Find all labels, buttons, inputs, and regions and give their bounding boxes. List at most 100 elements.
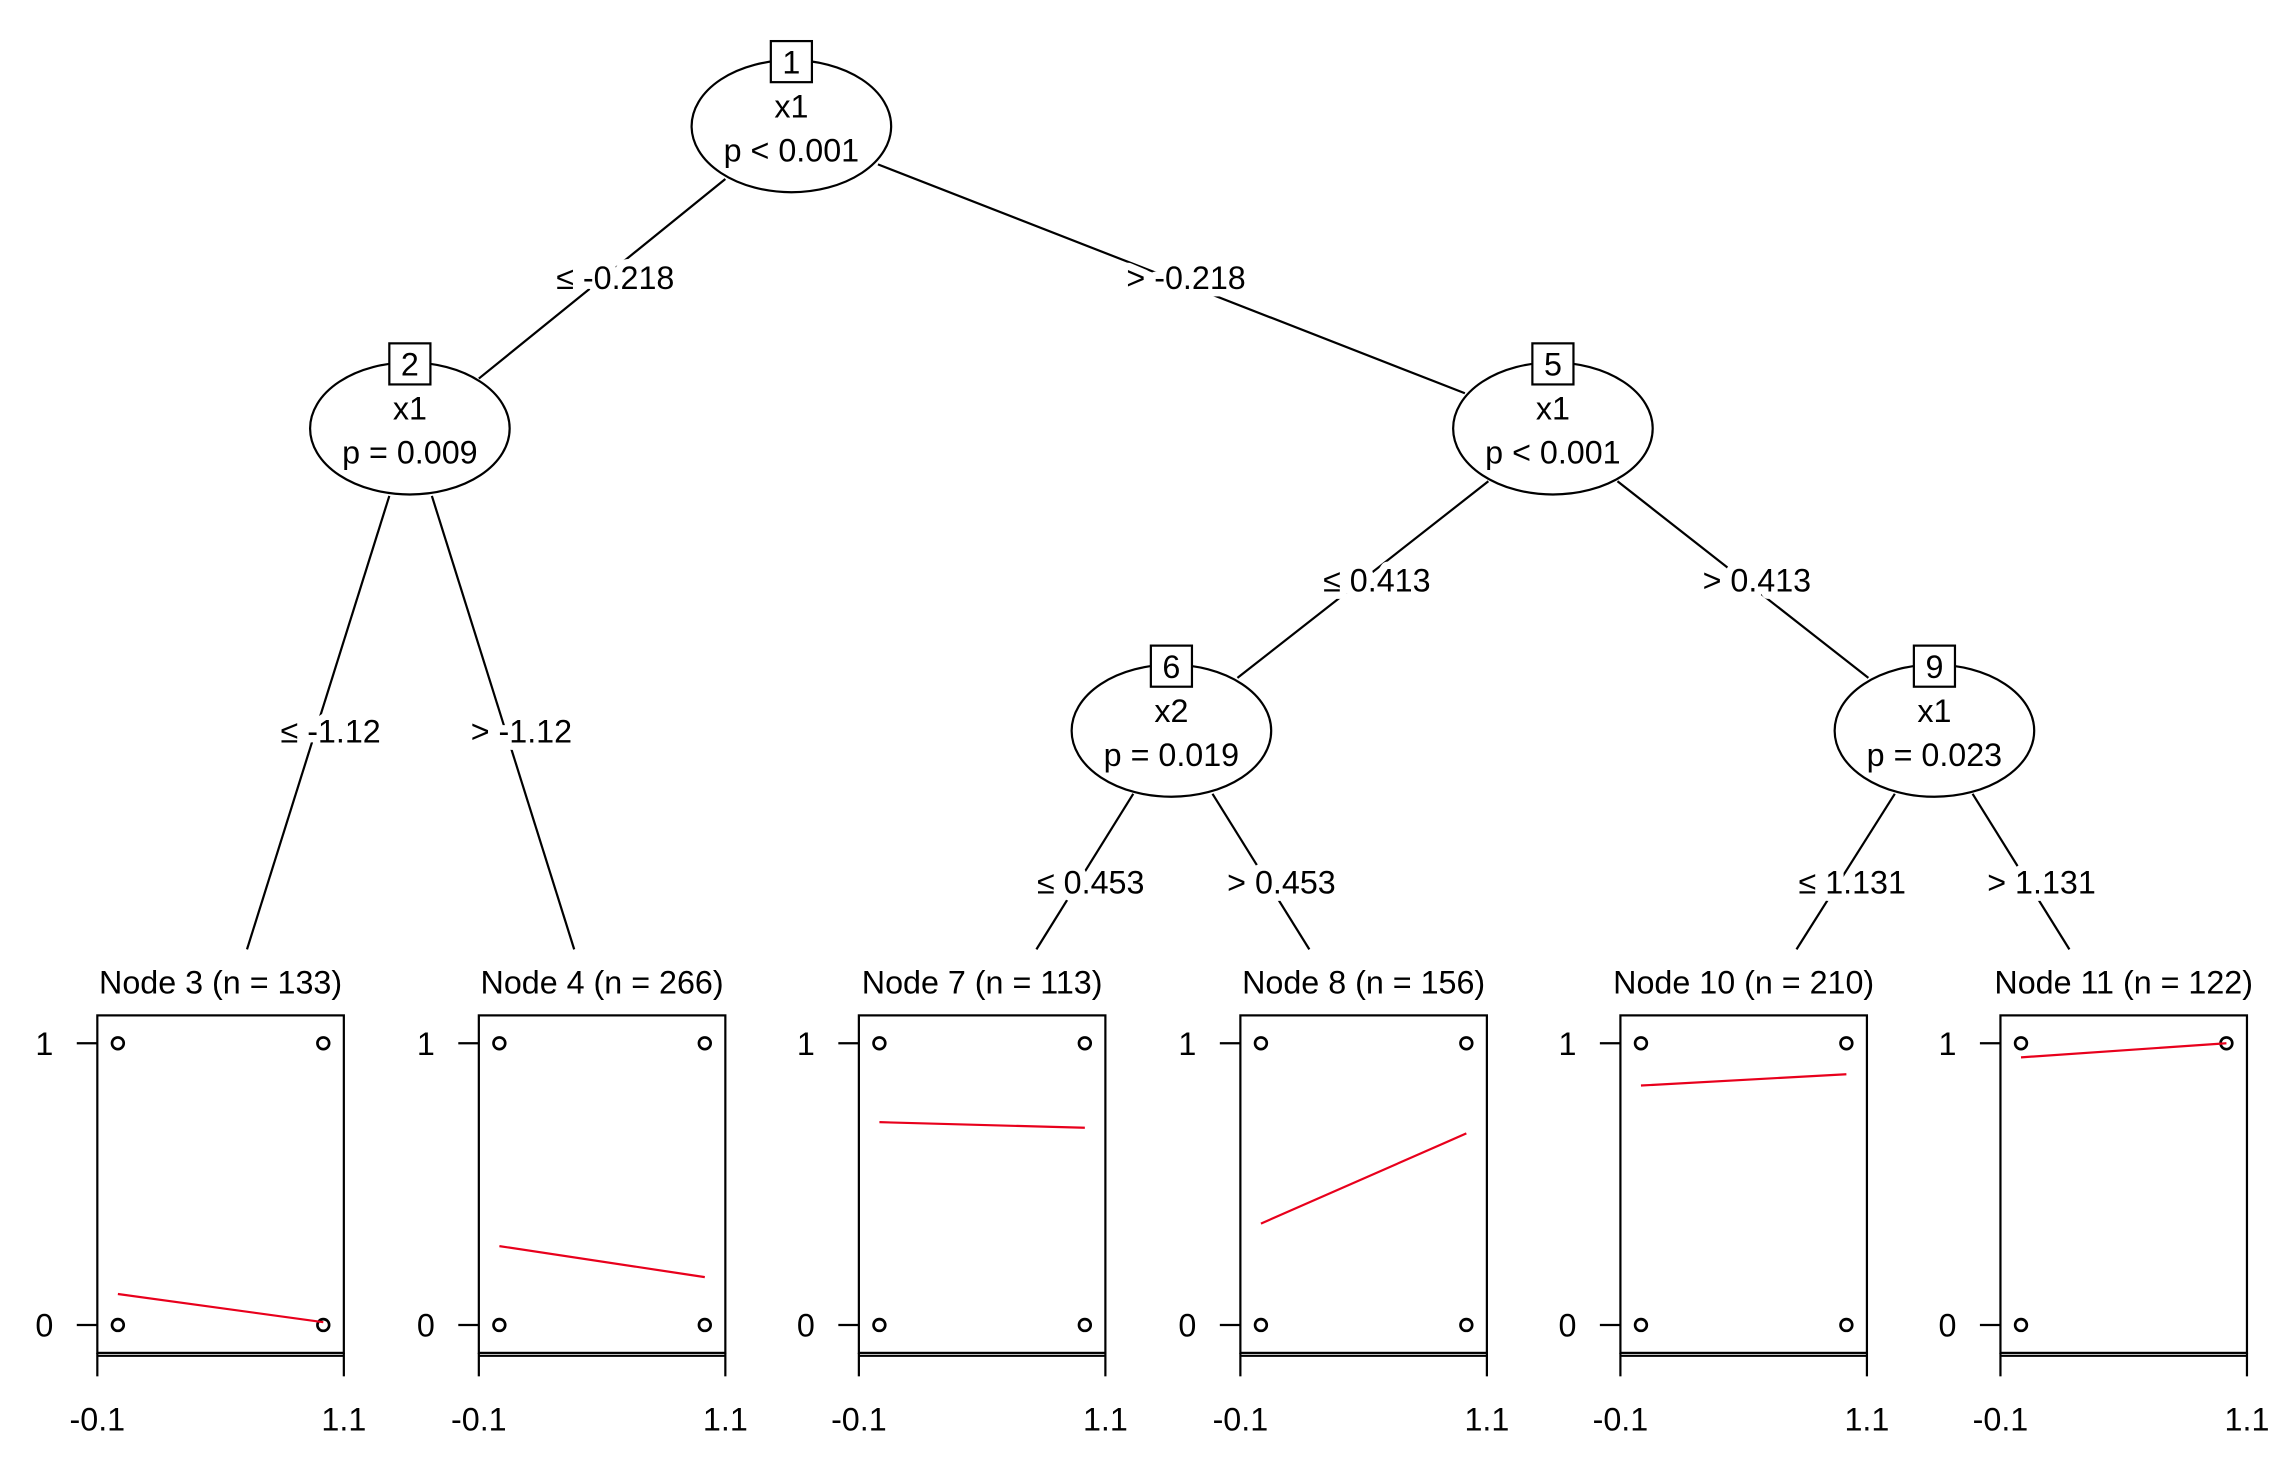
node-p-value: p = 0.019 — [1104, 737, 1239, 773]
panel-frame — [1999, 1014, 2249, 1354]
data-point — [1077, 1036, 1093, 1051]
x-tick-label: 1.1 — [703, 1402, 748, 1438]
x-tick-label: -0.1 — [1973, 1402, 2029, 1438]
node-variable: x1 — [1536, 391, 1570, 427]
fit-line — [117, 1292, 324, 1324]
x-tick-label: -0.1 — [1593, 1402, 1649, 1438]
x-tick-label: -0.1 — [70, 1402, 126, 1438]
y-tick-label: 1 — [1558, 1026, 1576, 1062]
edge-split-label: > 1.131 — [1987, 865, 2096, 901]
x-tick-label: 1.1 — [321, 1402, 366, 1438]
data-point — [110, 1036, 126, 1051]
edge-split-label: > -1.12 — [471, 713, 572, 749]
panel-title: Node 11 (n = 122) — [1994, 964, 2253, 1000]
y-tick-label: 1 — [35, 1026, 53, 1062]
data-point — [2013, 1317, 2029, 1333]
edge-line — [1971, 793, 2071, 950]
panel-frame — [1619, 1014, 1869, 1354]
fit-line — [499, 1245, 705, 1279]
panel-frame — [477, 1014, 727, 1354]
node-id: 5 — [1544, 347, 1562, 383]
node-id-box — [1912, 644, 1957, 688]
node-variable: x2 — [1154, 693, 1188, 729]
x-tick-label: -0.1 — [451, 1402, 507, 1438]
node-variable: x1 — [393, 391, 427, 427]
terminal-node-panel: Node 8 (n = 156) 1 0 -0.1 1.1 — [1178, 964, 1509, 1437]
edge-split-label: > 0.453 — [1227, 865, 1336, 901]
node-id-box — [388, 342, 432, 386]
y-tick-label: 0 — [1558, 1308, 1576, 1344]
data-point — [697, 1317, 712, 1333]
data-point — [1459, 1036, 1474, 1051]
data-point — [1253, 1036, 1269, 1051]
x-tick-label: 1.1 — [2225, 1402, 2270, 1438]
node-p-value: p < 0.001 — [724, 132, 859, 168]
panel-title: Node 3 (n = 133) — [99, 964, 342, 1000]
edge-split-label: ≤ 0.413 — [1323, 562, 1430, 598]
panel-frame — [96, 1014, 345, 1354]
edge-line — [1795, 793, 1896, 950]
node-id: 1 — [782, 44, 800, 80]
fit-line — [1640, 1073, 1847, 1087]
data-point — [1633, 1317, 1649, 1333]
node-id-box — [1149, 644, 1194, 688]
x-tick-label: -0.1 — [831, 1402, 887, 1438]
node-p-value: p < 0.001 — [1485, 435, 1620, 471]
data-point — [2013, 1036, 2029, 1051]
edge-line — [1616, 480, 1870, 679]
data-point — [872, 1317, 887, 1333]
edge-line — [430, 495, 576, 950]
y-tick-label: 0 — [1178, 1308, 1196, 1344]
panel-frame — [857, 1014, 1107, 1354]
edge-split-label: ≤ 1.131 — [1799, 865, 1906, 901]
edge-line — [877, 163, 1466, 395]
edge-line — [1035, 793, 1135, 950]
data-point — [316, 1317, 331, 1333]
fit-line — [879, 1121, 1085, 1129]
inner-node: 5 x1 p < 0.001 — [1452, 342, 1654, 496]
y-tick-label: 1 — [1938, 1026, 1956, 1062]
panel-frame — [1239, 1014, 1488, 1354]
y-tick-label: 0 — [1938, 1308, 1956, 1344]
data-point — [1839, 1317, 1854, 1333]
y-tick-label: 1 — [1178, 1026, 1196, 1062]
node-variable: x1 — [774, 88, 808, 124]
data-point — [110, 1317, 126, 1333]
edge-line — [1211, 793, 1311, 950]
data-point — [697, 1036, 712, 1051]
data-point — [316, 1036, 331, 1051]
panel-title: Node 4 (n = 266) — [481, 964, 724, 1000]
node-p-value: p = 0.009 — [342, 435, 477, 471]
edge-split-label: ≤ 0.453 — [1037, 865, 1144, 901]
data-point — [1253, 1317, 1269, 1333]
terminal-node-panel: Node 4 (n = 266) 1 0 -0.1 1.1 — [417, 964, 748, 1437]
x-tick-label: 1.1 — [1844, 1402, 1889, 1438]
edge-line — [478, 178, 727, 380]
node-variable: x1 — [1917, 693, 1951, 729]
x-tick-label: -0.1 — [1213, 1402, 1269, 1438]
node-p-value: p = 0.023 — [1867, 737, 2002, 773]
edge-split-label: ≤ -0.218 — [556, 260, 674, 296]
y-tick-label: 0 — [417, 1308, 435, 1344]
data-point — [492, 1036, 507, 1051]
terminal-node-panel: Node 11 (n = 122) 1 0 -0.1 1.1 — [1938, 964, 2269, 1437]
data-point — [1077, 1317, 1093, 1333]
x-tick-label: 1.1 — [1464, 1402, 1509, 1438]
panel-title: Node 8 (n = 156) — [1242, 964, 1485, 1000]
data-point — [1633, 1036, 1649, 1051]
data-point — [1459, 1317, 1474, 1333]
node-id-box — [769, 39, 814, 84]
panel-title: Node 10 (n = 210) — [1613, 964, 1874, 1000]
inner-node: 1 x1 p < 0.001 — [690, 39, 893, 194]
panel-title: Node 7 (n = 113) — [862, 964, 1103, 1000]
fit-line — [1260, 1132, 1467, 1225]
node-id-box — [1531, 342, 1575, 386]
y-tick-label: 1 — [417, 1026, 435, 1062]
